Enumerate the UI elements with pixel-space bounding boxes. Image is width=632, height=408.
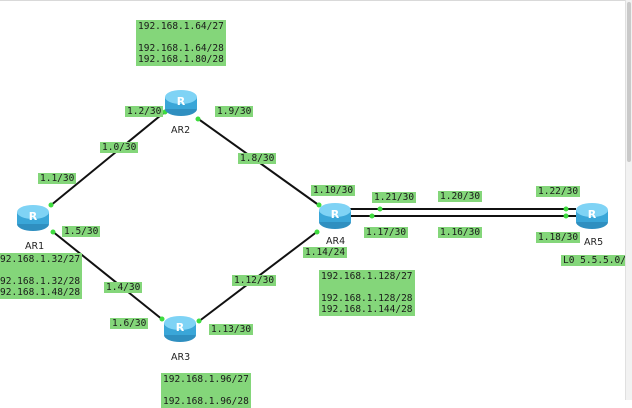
svg-text:R: R bbox=[29, 210, 38, 223]
svg-text:R: R bbox=[177, 95, 186, 108]
interface-label[interactable]: 1.9/30 bbox=[215, 106, 254, 117]
interface-label[interactable]: 1.14/24 bbox=[303, 247, 348, 258]
network-line: 192.168.1.128/27 bbox=[321, 271, 413, 282]
interface-label[interactable]: 1.1/30 bbox=[38, 173, 77, 184]
interface-label[interactable]: 1.18/30 bbox=[536, 232, 581, 243]
network-line: 92.168.1.32/28 bbox=[0, 276, 81, 287]
port-dot bbox=[377, 206, 383, 212]
interface-label[interactable]: 1.4/30 bbox=[104, 282, 143, 293]
interface-label[interactable]: 1.22/30 bbox=[536, 186, 581, 197]
network-line: 192.168.1.144/28 bbox=[321, 304, 413, 315]
network-line: 92.168.1.48/28 bbox=[0, 287, 81, 298]
interface-label[interactable]: 1.17/30 bbox=[364, 227, 409, 238]
interface-label[interactable]: 1.8/30 bbox=[238, 153, 277, 164]
router-icon[interactable]: R bbox=[164, 88, 198, 118]
network-line: 192.168.1.64/28 bbox=[138, 43, 224, 54]
interface-label[interactable]: 1.16/30 bbox=[438, 227, 483, 238]
interface-label[interactable]: 1.20/30 bbox=[438, 191, 483, 202]
interface-label[interactable]: 1.21/30 bbox=[372, 192, 417, 203]
network-line: 192.168.1.128/28 bbox=[321, 293, 413, 304]
router-icon[interactable]: R bbox=[16, 203, 50, 233]
svg-text:R: R bbox=[331, 208, 340, 221]
port-dot bbox=[50, 229, 56, 235]
router-icon[interactable]: R bbox=[318, 201, 352, 231]
port-dot bbox=[195, 116, 201, 122]
network-line: 192.168.1.64/27 bbox=[138, 21, 224, 32]
port-dot bbox=[316, 202, 322, 208]
link-ar1-ar3[interactable] bbox=[51, 230, 164, 321]
interface-label[interactable]: 1.2/30 bbox=[125, 106, 164, 117]
svg-text:R: R bbox=[588, 208, 597, 221]
link-ar1-ar2[interactable] bbox=[49, 110, 167, 207]
interface-label[interactable]: 1.0/30 bbox=[100, 142, 139, 153]
network-line: 192.168.1.96/27 bbox=[163, 374, 249, 385]
router-name-ar3: AR3 bbox=[171, 352, 191, 363]
port-dot bbox=[369, 213, 375, 219]
vertical-scrollbar[interactable] bbox=[625, 0, 632, 400]
network-block-ar4[interactable]: 192.168.1.128/27 192.168.1.128/28 192.16… bbox=[319, 270, 415, 316]
router-name-ar2: AR2 bbox=[171, 125, 191, 136]
network-block-ar3[interactable]: 192.168.1.96/27 192.168.1.96/28 bbox=[161, 373, 251, 408]
svg-text:R: R bbox=[176, 321, 185, 334]
port-dot bbox=[563, 206, 569, 212]
network-line: 192.168.1.96/28 bbox=[163, 396, 249, 407]
interface-label[interactable]: 1.10/30 bbox=[311, 185, 356, 196]
top-border bbox=[0, 0, 632, 1]
port-dot bbox=[314, 229, 320, 235]
port-dot bbox=[48, 202, 54, 208]
interface-label[interactable]: 1.5/30 bbox=[62, 226, 101, 237]
network-line: 192.168.1.80/28 bbox=[138, 54, 224, 65]
network-block-ar1[interactable]: 92.168.1.32/27 92.168.1.32/28 92.168.1.4… bbox=[0, 253, 83, 299]
router-name-ar1: AR1 bbox=[25, 241, 45, 252]
port-dot bbox=[196, 318, 202, 324]
scrollbar-thumb[interactable] bbox=[627, 2, 631, 162]
interface-label[interactable]: 1.6/30 bbox=[110, 318, 149, 329]
router-name-ar4: AR4 bbox=[326, 236, 346, 247]
port-dot bbox=[563, 213, 569, 219]
network-line: 92.168.1.32/27 bbox=[0, 254, 81, 265]
interface-label[interactable]: 1.13/30 bbox=[209, 324, 254, 335]
network-block-ar2[interactable]: 192.168.1.64/27 192.168.1.64/28 192.168.… bbox=[136, 20, 226, 66]
router-icon[interactable]: R bbox=[575, 201, 609, 231]
interface-label[interactable]: 1.12/30 bbox=[232, 275, 277, 286]
router-icon[interactable]: R bbox=[163, 314, 197, 344]
router-name-ar5: AR5 bbox=[584, 237, 604, 248]
loopback-label[interactable]: L0 5.5.5.0/ bbox=[561, 255, 628, 266]
port-dot bbox=[159, 316, 165, 322]
